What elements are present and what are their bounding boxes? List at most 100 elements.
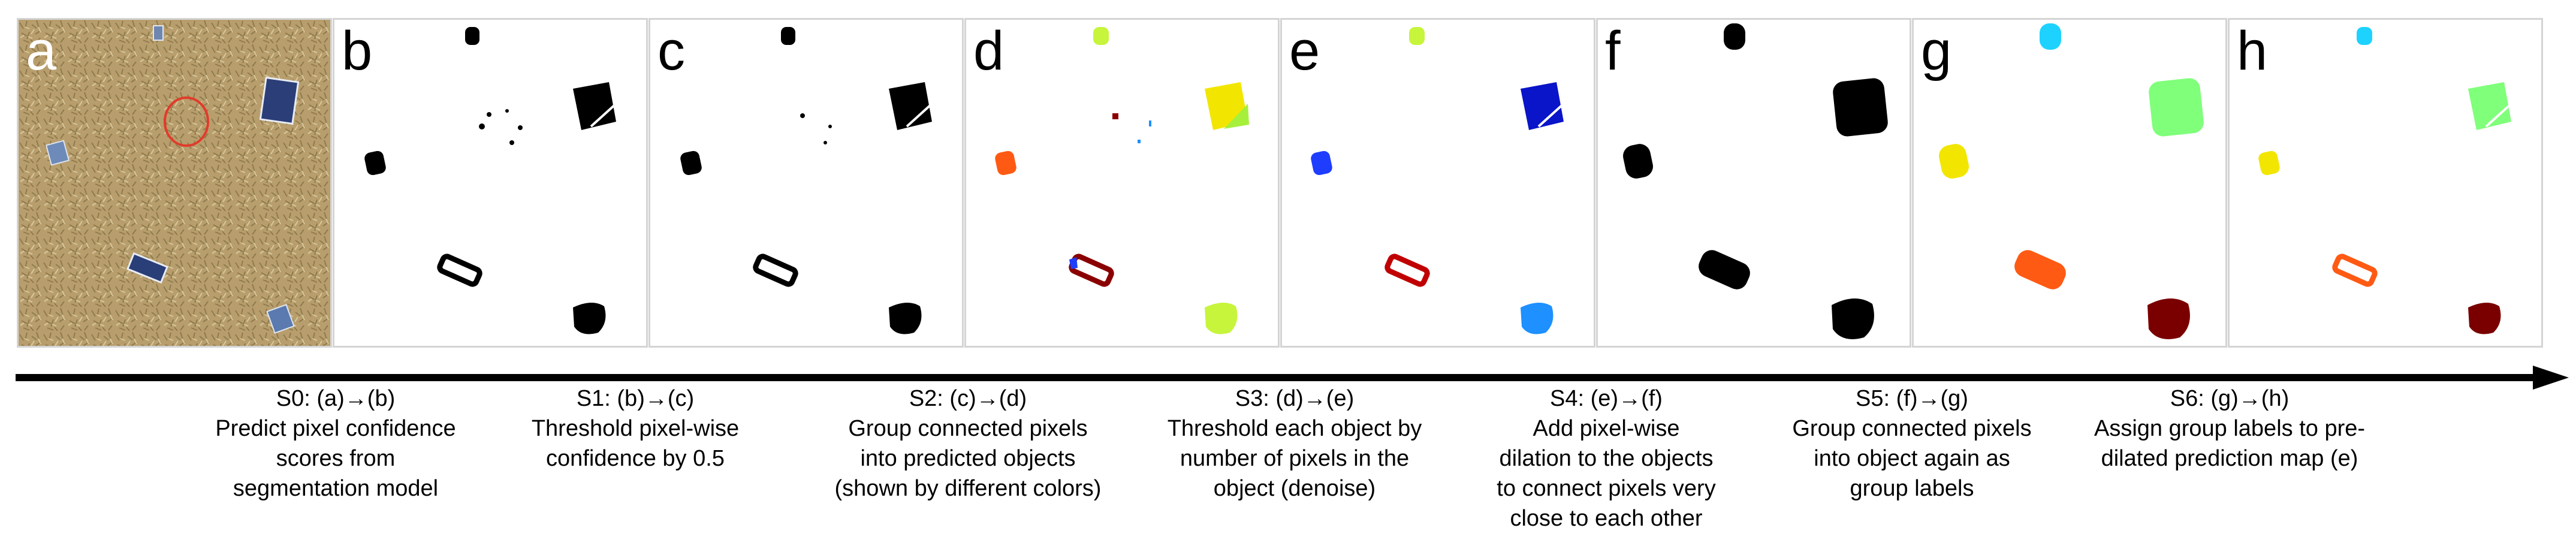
step-s3: S3: (d)→(e) Threshold each object by num…	[1168, 384, 1422, 503]
noise-dot	[828, 125, 832, 128]
object-blue-dot	[1149, 120, 1151, 126]
noise-dot	[509, 140, 514, 145]
solar-panel-large	[259, 76, 300, 125]
object-yellow	[2258, 150, 2280, 176]
object-orange	[995, 150, 1016, 176]
step-desc-line: dilation to the objects	[1499, 446, 1714, 471]
step-desc-line: Assign group labels to pre-	[2094, 416, 2366, 441]
object-blob	[1833, 78, 1888, 137]
solar-panel-small	[153, 25, 164, 41]
panel-label: g	[1921, 20, 1952, 82]
panel-c: c	[648, 18, 964, 348]
object-navy	[1521, 82, 1564, 130]
object-dark-red-dot	[1112, 113, 1118, 119]
step-title: S1: (b)→(c)	[576, 386, 695, 411]
object-blue-dot	[1138, 140, 1141, 143]
solar-panel-left	[45, 140, 70, 166]
step-s5: S5: (f)→(g) Group connected pixels into …	[1792, 384, 2031, 503]
noise-dot	[479, 123, 485, 129]
object-light-green	[2149, 78, 2204, 137]
group-labels	[1939, 23, 2204, 339]
denoised-objects	[1311, 27, 1565, 334]
object-blob	[889, 302, 922, 334]
noise-dot	[487, 112, 491, 117]
step-title: S3: (d)→(e)	[1235, 386, 1355, 411]
step-s4: S4: (e)→(f) Add pixel-wise dilation to t…	[1497, 384, 1715, 533]
timeline-arrow	[16, 366, 2569, 390]
panel-g: g	[1912, 18, 2227, 348]
object-lime	[1205, 302, 1238, 334]
panel-label: h	[2237, 20, 2268, 82]
step-title: S4: (e)→(f)	[1550, 386, 1663, 411]
panel-b: b	[333, 18, 648, 348]
final-labels	[2258, 27, 2512, 334]
step-desc-line: into object again as	[1814, 446, 2010, 471]
step-desc-line: confidence by 0.5	[546, 446, 725, 471]
object-blob	[364, 150, 386, 176]
step-desc-line: (shown by different colors)	[834, 476, 1102, 501]
step-desc-line: Threshold each object by	[1167, 416, 1422, 441]
object-dark-red	[2147, 298, 2190, 339]
object-blue-fragment	[1069, 257, 1078, 269]
object-crack	[590, 102, 617, 128]
object-azure	[1521, 302, 1554, 334]
object-lime	[1409, 27, 1425, 45]
panel-h: h	[2228, 18, 2543, 348]
noise-dot	[800, 113, 805, 118]
panel-f: f	[1596, 18, 1911, 348]
noise-dot	[824, 141, 827, 144]
object-blob	[1832, 298, 1874, 339]
step-desc-line: object (denoise)	[1213, 476, 1376, 501]
step-desc-line: Predict pixel confidence	[215, 416, 456, 441]
step-desc-line: segmentation model	[233, 476, 439, 501]
step-title: S0: (a)→(b)	[276, 386, 396, 411]
object-blob	[573, 302, 606, 334]
object-blob	[573, 82, 616, 130]
step-desc-line: number of pixels in the	[1180, 446, 1410, 471]
step-desc-line: Group connected pixels	[848, 416, 1088, 441]
red-circle-marker	[164, 96, 209, 147]
step-title: S6: (g)→(h)	[2170, 386, 2290, 411]
panel-label: c	[657, 20, 685, 82]
object-blob	[889, 82, 932, 130]
aerial-photo	[19, 20, 330, 346]
step-title: S2: (c)→(d)	[909, 386, 1027, 411]
object-green-wedge	[1224, 104, 1249, 129]
object-blob	[465, 27, 479, 45]
object-dark-red	[2468, 302, 2501, 334]
step-desc-line: Add pixel-wise	[1533, 416, 1680, 441]
object-blob	[781, 27, 795, 45]
step-desc-line: group labels	[1850, 476, 1974, 501]
object-orange-ring	[2332, 254, 2378, 287]
step-desc-line: scores from	[276, 446, 396, 471]
solar-panel-corner	[266, 304, 295, 334]
object-ring	[437, 254, 482, 287]
confidence-map	[364, 27, 617, 334]
object-yellow	[1939, 144, 1969, 179]
step-desc-line: close to each other	[1510, 506, 1703, 531]
dilated-map	[1623, 23, 1888, 339]
panel-e: e	[1280, 18, 1595, 348]
panel-label: a	[26, 20, 57, 82]
step-desc-line: Group connected pixels	[1792, 416, 2032, 441]
object-crack	[1537, 102, 1565, 128]
step-desc-line: Threshold pixel-wise	[531, 416, 740, 441]
noise-dot	[505, 109, 509, 113]
object-blue	[1311, 150, 1332, 176]
step-s1: S1: (b)→(c) Threshold pixel-wise confide…	[532, 384, 739, 473]
object-crack	[906, 102, 933, 128]
grass-field	[19, 20, 330, 346]
object-red-ring	[1384, 254, 1430, 287]
object-blob	[1623, 144, 1653, 179]
grouped-objects	[995, 27, 1249, 334]
object-orange	[2014, 250, 2066, 289]
solar-panel-bottom	[126, 252, 169, 284]
step-s2: S2: (c)→(d) Group connected pixels into …	[835, 384, 1102, 503]
step-desc-line: into predicted objects	[860, 446, 1076, 471]
panel-label: b	[342, 20, 373, 82]
thresholded-map	[680, 27, 933, 334]
step-desc-line: to connect pixels very	[1497, 476, 1716, 501]
noise-dot	[518, 125, 523, 130]
object-blob	[680, 150, 702, 176]
object-lime	[1093, 27, 1109, 45]
